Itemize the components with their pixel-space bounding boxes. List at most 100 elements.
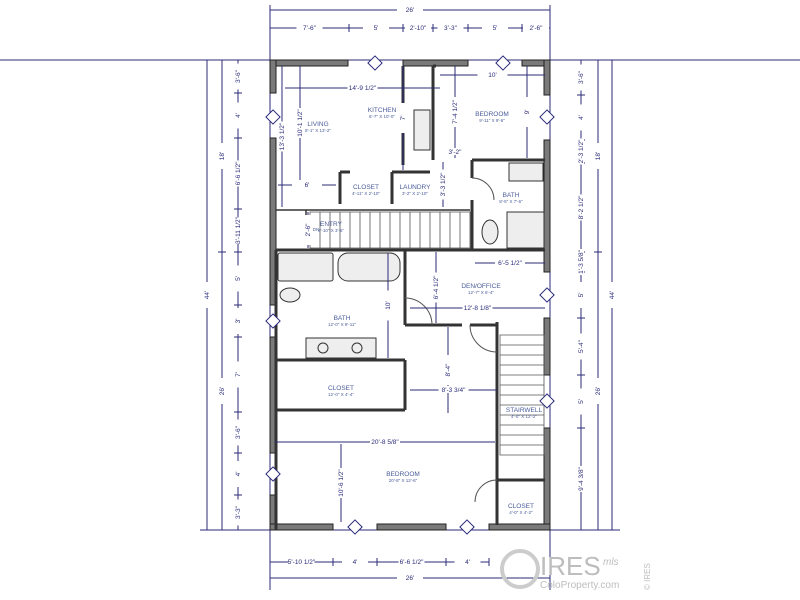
interior-dim-label: 2'-6" <box>305 223 312 237</box>
label-bg <box>370 438 400 445</box>
top-segment-dim-label: 2'-10" <box>410 25 427 32</box>
soaking-tub-icon <box>337 252 401 282</box>
interior-dim-label: 3'-2" <box>449 149 463 156</box>
dimension-lines: 26' 7'-6" 5' 2'-10" 3'-3" 5' 2'-6" 5'-10 1/2" 4'… <box>0 5 800 590</box>
label-bg <box>203 282 210 308</box>
top-overall-dim-label: 26' <box>406 7 414 14</box>
left-segment-dim-label: 3'-6" <box>235 425 242 439</box>
label-bg <box>234 499 241 526</box>
label-bg <box>397 574 423 581</box>
window-marker-icon <box>347 519 363 535</box>
label-bg <box>399 103 406 133</box>
right-segment-dim-label: 5' <box>578 293 585 298</box>
window-marker-icon <box>539 393 555 409</box>
sink-icon <box>351 342 363 354</box>
room-name-den-office: DEN/OFFICE <box>461 283 501 290</box>
label-bg <box>482 24 508 31</box>
right-segment-dim-label: 9'-4 3/8" <box>578 466 585 490</box>
wall-segment <box>488 523 551 531</box>
left-segment-dim-label: 4' <box>235 472 242 477</box>
interior-dim-label: 10'-1 1/2" <box>297 109 304 137</box>
room-size-bath: 8'-5" X 7'-6" <box>499 199 523 204</box>
interior-dim-label: 10' <box>385 301 392 309</box>
top-segment-dim-label: 2'-6" <box>530 25 544 32</box>
sink-icon <box>508 162 544 182</box>
label-bg <box>234 102 241 129</box>
interior-dim-label: 6'-5 1/2" <box>498 260 522 267</box>
top-segment-dim-label: 7'-6" <box>303 25 317 32</box>
label-bg <box>363 24 389 31</box>
left-segment-dim-label: 3'-3" <box>235 505 242 519</box>
left-sub-dim-label: 26' <box>219 387 226 395</box>
bottom-segment-dim-label: 4' <box>353 559 358 566</box>
interior-dim-label: 13'-3 1/2" <box>279 122 286 150</box>
room-name-stairwell: STAIRWELL <box>506 407 543 414</box>
bathtub-icon <box>277 252 334 282</box>
label-bg <box>234 461 241 487</box>
label-bg <box>234 217 241 244</box>
label-bg <box>594 378 601 404</box>
upper-stair <box>309 211 471 249</box>
label-bg <box>577 64 584 91</box>
room-size-kitchen: 6'-7" X 10'-0" <box>369 114 395 119</box>
left-segment-dim-label: 7' <box>235 372 242 377</box>
bottom-overall-dim-label: 26' <box>406 575 414 582</box>
label-bg <box>437 24 464 31</box>
label-bg <box>234 160 241 187</box>
toilet-icon <box>279 287 301 303</box>
label-bg <box>477 71 508 78</box>
interior-dim-label: 10'-6 1/2" <box>338 469 345 497</box>
label-bg <box>234 419 241 446</box>
interior-walls <box>274 64 545 530</box>
label-bg <box>577 466 584 492</box>
room-size-stairwell: 4'-0" X 12'-2" <box>511 414 537 419</box>
wall-segment <box>269 523 334 531</box>
bottom-segment-dim-label: 6'-6 1/2" <box>400 559 424 566</box>
interior-dim-label: 6'-4 1/2" <box>433 275 440 299</box>
lower-stair <box>499 334 545 456</box>
label-bg <box>438 386 469 393</box>
window-marker-icon <box>265 313 281 329</box>
bottom-segment-dim-label: 5'-10 1/2" <box>288 559 316 566</box>
wall-lines <box>274 64 545 530</box>
room-size-closet: 4'-11" X 2'-10" <box>352 191 380 196</box>
room-size-closet: 4'-0" X 4'-2" <box>509 510 533 515</box>
door-swing-icon <box>404 177 498 503</box>
watermark-brand: IRES <box>540 551 601 581</box>
watermark-sub: mls <box>603 557 619 568</box>
range-icon <box>413 109 431 151</box>
label-bg <box>234 265 241 292</box>
top-segment-dim-label: 5' <box>493 25 498 32</box>
left-segment-dim-label: 5' <box>235 276 242 281</box>
sink-icon <box>317 342 329 354</box>
left-segment-dim-label: 3'-11 1/2" <box>235 216 242 244</box>
label-bg <box>432 272 439 303</box>
interior-dim-label: 6' <box>305 182 310 189</box>
interior-dim-label: 14'-9 1/2" <box>349 85 377 92</box>
wall-segment <box>543 139 551 273</box>
stairs <box>309 211 545 456</box>
watermark: IRES mls ColoProperty.com © IRES <box>500 549 652 591</box>
interior-dim-label: 9' <box>524 110 531 115</box>
watermark-site: ColoProperty.com <box>540 580 619 591</box>
window-marker-icon <box>539 109 555 125</box>
window-marker-icon <box>265 109 281 125</box>
label-bg <box>577 333 584 360</box>
right-sub-dim-label: 26' <box>595 387 602 395</box>
left-sub-dim-label: 18' <box>219 152 226 160</box>
watermark-copyright: © IRES <box>643 563 652 590</box>
room-size-laundry: 3'-2" X 2'-10" <box>402 191 428 196</box>
right-sub-dim-label: 18' <box>595 152 602 160</box>
interior-dim-label: 7'-4 1/2" <box>452 99 459 123</box>
wall-segment <box>376 523 447 531</box>
room-name-entry: ENTRY <box>320 221 343 228</box>
label-bg <box>397 6 423 13</box>
room-name-bath: BATH <box>503 192 520 199</box>
room-name-bath: BATH <box>334 315 351 322</box>
label-bg <box>439 169 446 200</box>
left-segment-dim-label: 3' <box>235 319 242 324</box>
label-bg <box>288 558 315 565</box>
label-bg <box>234 308 241 334</box>
right-overall-dim-label: 44' <box>609 291 616 299</box>
room-size-bedroom: 9'-11" X 9'-6" <box>479 118 505 123</box>
